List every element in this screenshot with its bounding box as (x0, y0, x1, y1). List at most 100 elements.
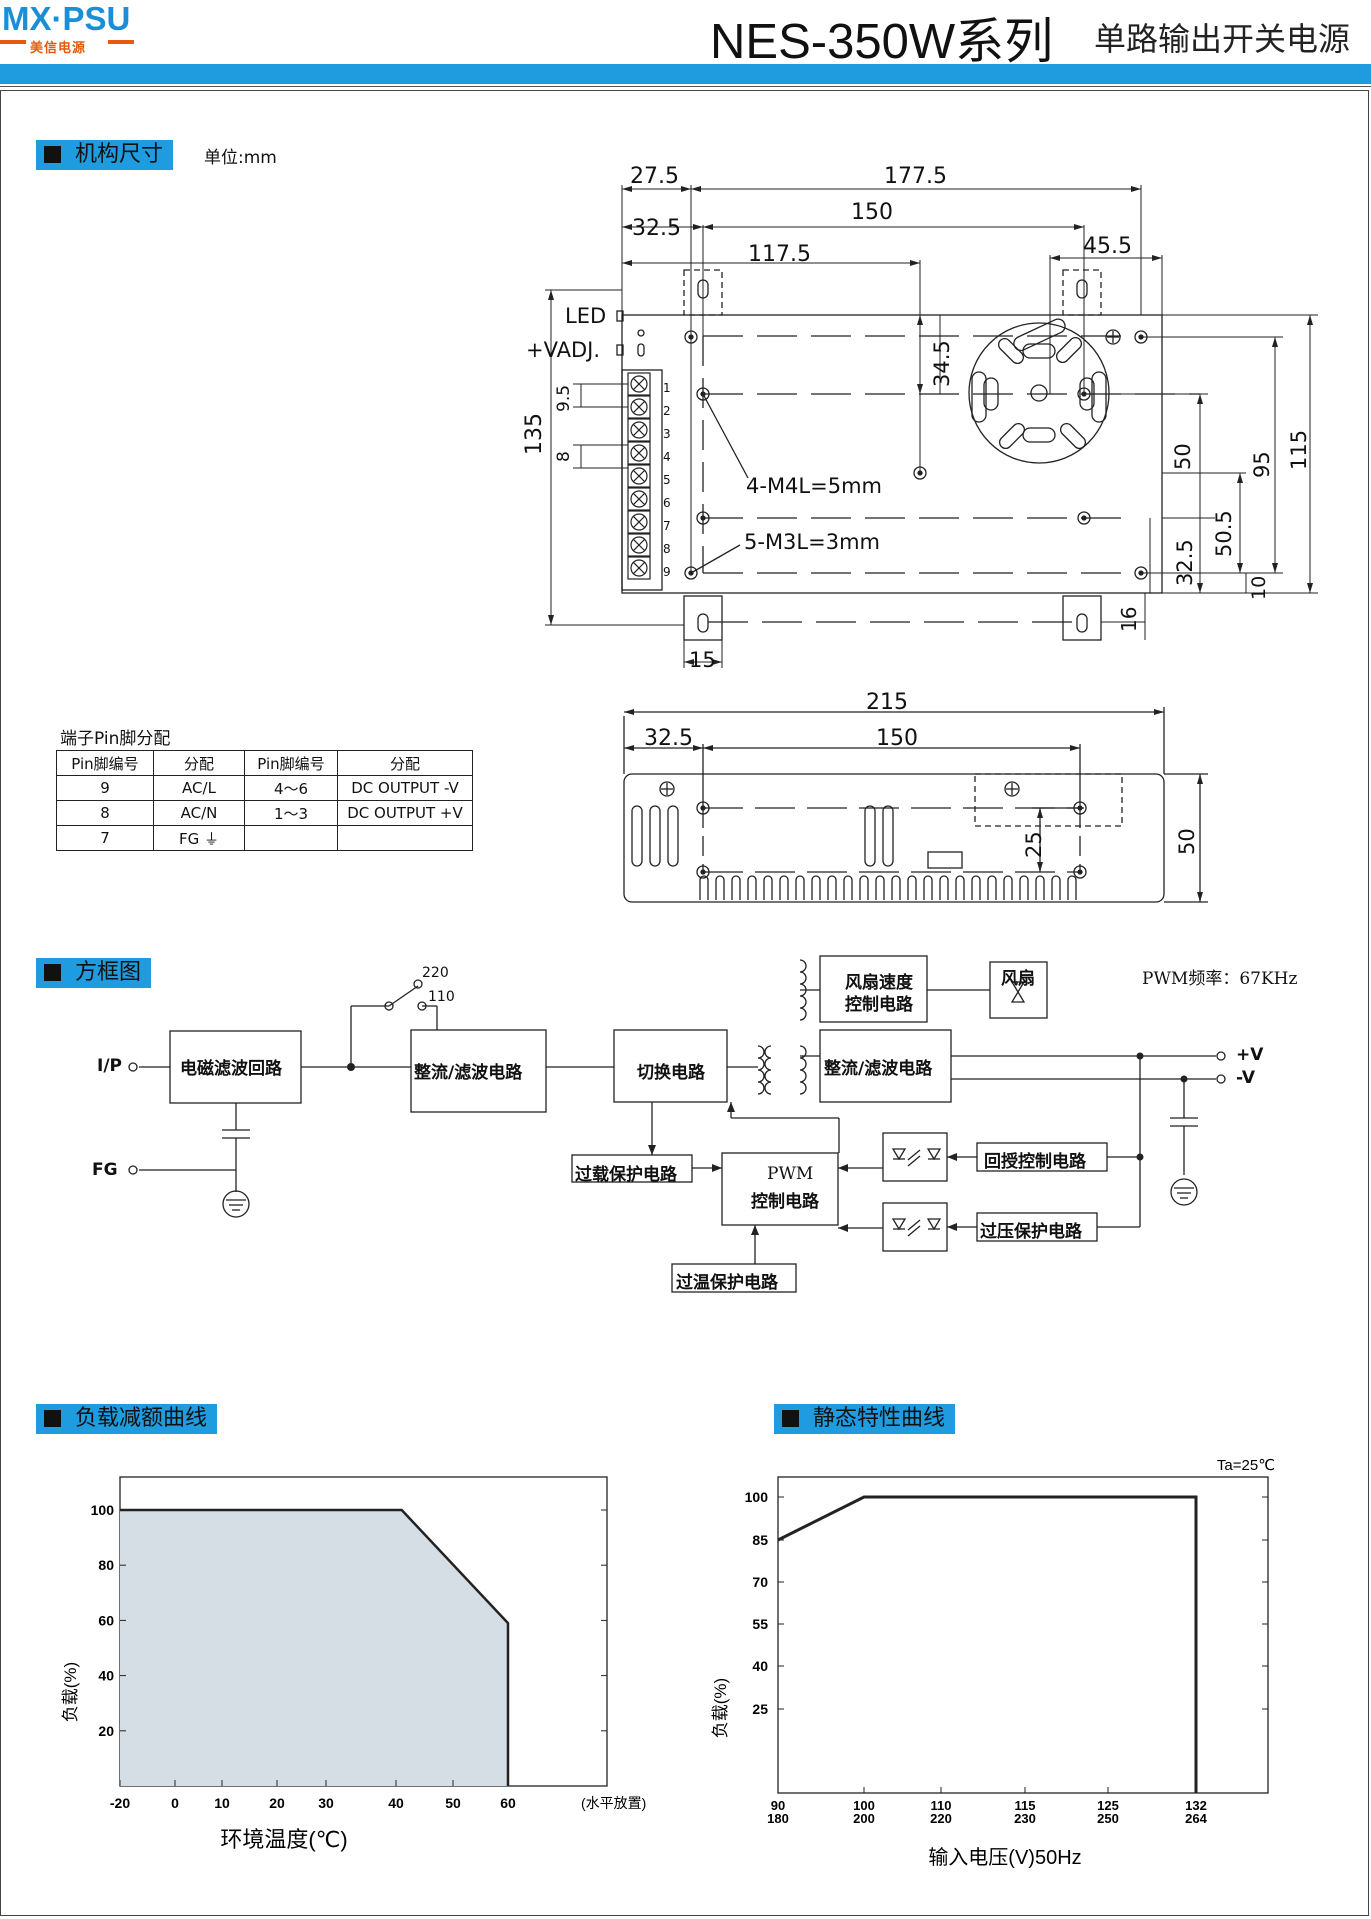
table-cell: 4～6 (244, 775, 338, 801)
dim-45-5: 45.5 (1083, 234, 1132, 259)
y-tick-label: 40 (98, 1668, 114, 1684)
fg-terminal (128, 1165, 138, 1175)
square-bullet-icon (44, 1410, 61, 1427)
ground-icon (1170, 1178, 1198, 1206)
y-tick-label: 100 (745, 1489, 769, 1505)
switch-circuit-block (613, 1029, 728, 1103)
section-mechanical: 机构尺寸 (36, 140, 174, 170)
x-tick-label-secondary: 180 (767, 1811, 789, 1826)
terminal-number: 1 (663, 381, 671, 395)
output-pos-terminal (1216, 1051, 1226, 1061)
switch-220-label: 220 (422, 965, 449, 981)
x-tick-label: -20 (110, 1795, 130, 1811)
dim-117-5: 117.5 (748, 242, 811, 267)
y-tick-label: 80 (98, 1557, 114, 1573)
square-bullet-icon (44, 964, 61, 981)
logo-accent-bar (108, 40, 134, 44)
ground-icon (222, 1190, 250, 1218)
unit-label: 单位:mm (204, 148, 277, 168)
output-neg-label: -V (1236, 1068, 1255, 1088)
table-cell: DC OUTPUT -V (337, 775, 473, 801)
x-tick-label: 20 (269, 1795, 285, 1811)
mounting-tab (1062, 595, 1102, 641)
x-tick-label-secondary: 230 (1014, 1811, 1036, 1826)
m4-screw-note: 4-M4L=5mm (746, 474, 882, 498)
vadj-label: +VADJ. (526, 338, 601, 362)
output-pos-label: +V (1236, 1045, 1264, 1065)
dim-27-5: 27.5 (630, 164, 679, 189)
dim-150: 150 (851, 200, 893, 225)
dim-215: 215 (866, 690, 908, 715)
fan-speed-control-block (819, 955, 928, 1023)
chart-frame (777, 1476, 1269, 1794)
x-tick-label: 10 (214, 1795, 230, 1811)
section-title: 方框图 (75, 960, 142, 985)
led-label: LED (565, 304, 607, 328)
x-axis-label: 环境温度(℃) (220, 1827, 347, 1852)
input-rectifier-block (410, 1029, 547, 1113)
x-tick-label: 30 (318, 1795, 334, 1811)
output-rectifier-label: 整流/滤波电路 (824, 1059, 933, 1079)
output-rectifier-block (819, 1029, 952, 1103)
side-view (623, 707, 1208, 903)
terminal-number: 5 (663, 473, 671, 487)
x-tick-label-secondary: 264 (1185, 1811, 1207, 1826)
x-tick-label-secondary: 200 (853, 1811, 875, 1826)
x-axis-label: 输入电压(V)50Hz (928, 1846, 1081, 1869)
x-tick-label: 115 (1015, 1798, 1036, 1813)
terminal-number: 9 (663, 565, 671, 579)
table-cell (244, 825, 338, 851)
switch-circuit-label: 切换电路 (637, 1063, 705, 1083)
column-header: Pin脚编号 (56, 750, 154, 776)
x-tick-label: 40 (388, 1795, 404, 1811)
static-curve-line (777, 1495, 1198, 1793)
derating-area (120, 1510, 508, 1786)
page-title: NES-350W系列 (710, 15, 1054, 69)
section-title: 负载减额曲线 (75, 1406, 208, 1431)
dim-32-5-side: 32.5 (644, 726, 693, 751)
derating-line (120, 1508, 510, 1786)
header-band (0, 64, 1371, 84)
m3-screw-note: 5-M3L=3mm (744, 530, 880, 554)
pwm-frequency-note: PWM频率：67KHz (1142, 969, 1298, 989)
x-tick-label: 90 (771, 1798, 785, 1813)
square-bullet-icon (782, 1410, 799, 1427)
x-tick-label: 100 (853, 1798, 875, 1813)
terminal-number: 4 (663, 450, 671, 464)
dim-15: 15 (689, 648, 716, 672)
table-row: 7 FG ⏚ (56, 825, 473, 851)
pin-table-caption: 端子Pin脚分配 (60, 729, 171, 749)
terminal-number: 8 (663, 542, 671, 556)
switch-110-label: 110 (428, 989, 455, 1005)
header-divider (0, 86, 1371, 87)
y-tick-label: 85 (752, 1532, 768, 1548)
fan-speed-label-2: 控制电路 (845, 995, 913, 1015)
page-frame (0, 90, 1369, 1916)
section-title: 机构尺寸 (75, 142, 164, 167)
y-tick-label: 100 (91, 1502, 115, 1518)
table-cell: FG ⏚ (153, 825, 245, 851)
input-label: I/P (97, 1056, 122, 1076)
fan-label: 风扇 (1001, 969, 1035, 989)
x-tick-label: 132 (1185, 1798, 1207, 1813)
x-tick-label: 110 (931, 1798, 952, 1813)
y-tick-label: 25 (752, 1701, 768, 1717)
logo-accent-bar (0, 40, 26, 44)
brand-logo: MX·PSU (2, 0, 131, 37)
otp-label: 过温保护电路 (676, 1273, 778, 1293)
y-axis-label: 负载(%) (711, 1678, 730, 1738)
y-tick-label: 20 (98, 1723, 114, 1739)
pwm-control-label: 控制电路 (751, 1192, 819, 1212)
column-header: 分配 (153, 750, 245, 776)
terminal-screws (627, 372, 651, 580)
otp-block (671, 1263, 797, 1293)
y-tick-label: 55 (752, 1616, 768, 1632)
x-tick-label: 50 (445, 1795, 461, 1811)
y-tick-label: 40 (752, 1658, 768, 1674)
column-header: 分配 (337, 750, 473, 776)
transformer-icon (757, 1045, 765, 1095)
section-derating: 负载减额曲线 (36, 1404, 218, 1434)
table-cell: 1～3 (244, 800, 338, 826)
output-neg-terminal (1216, 1074, 1226, 1084)
